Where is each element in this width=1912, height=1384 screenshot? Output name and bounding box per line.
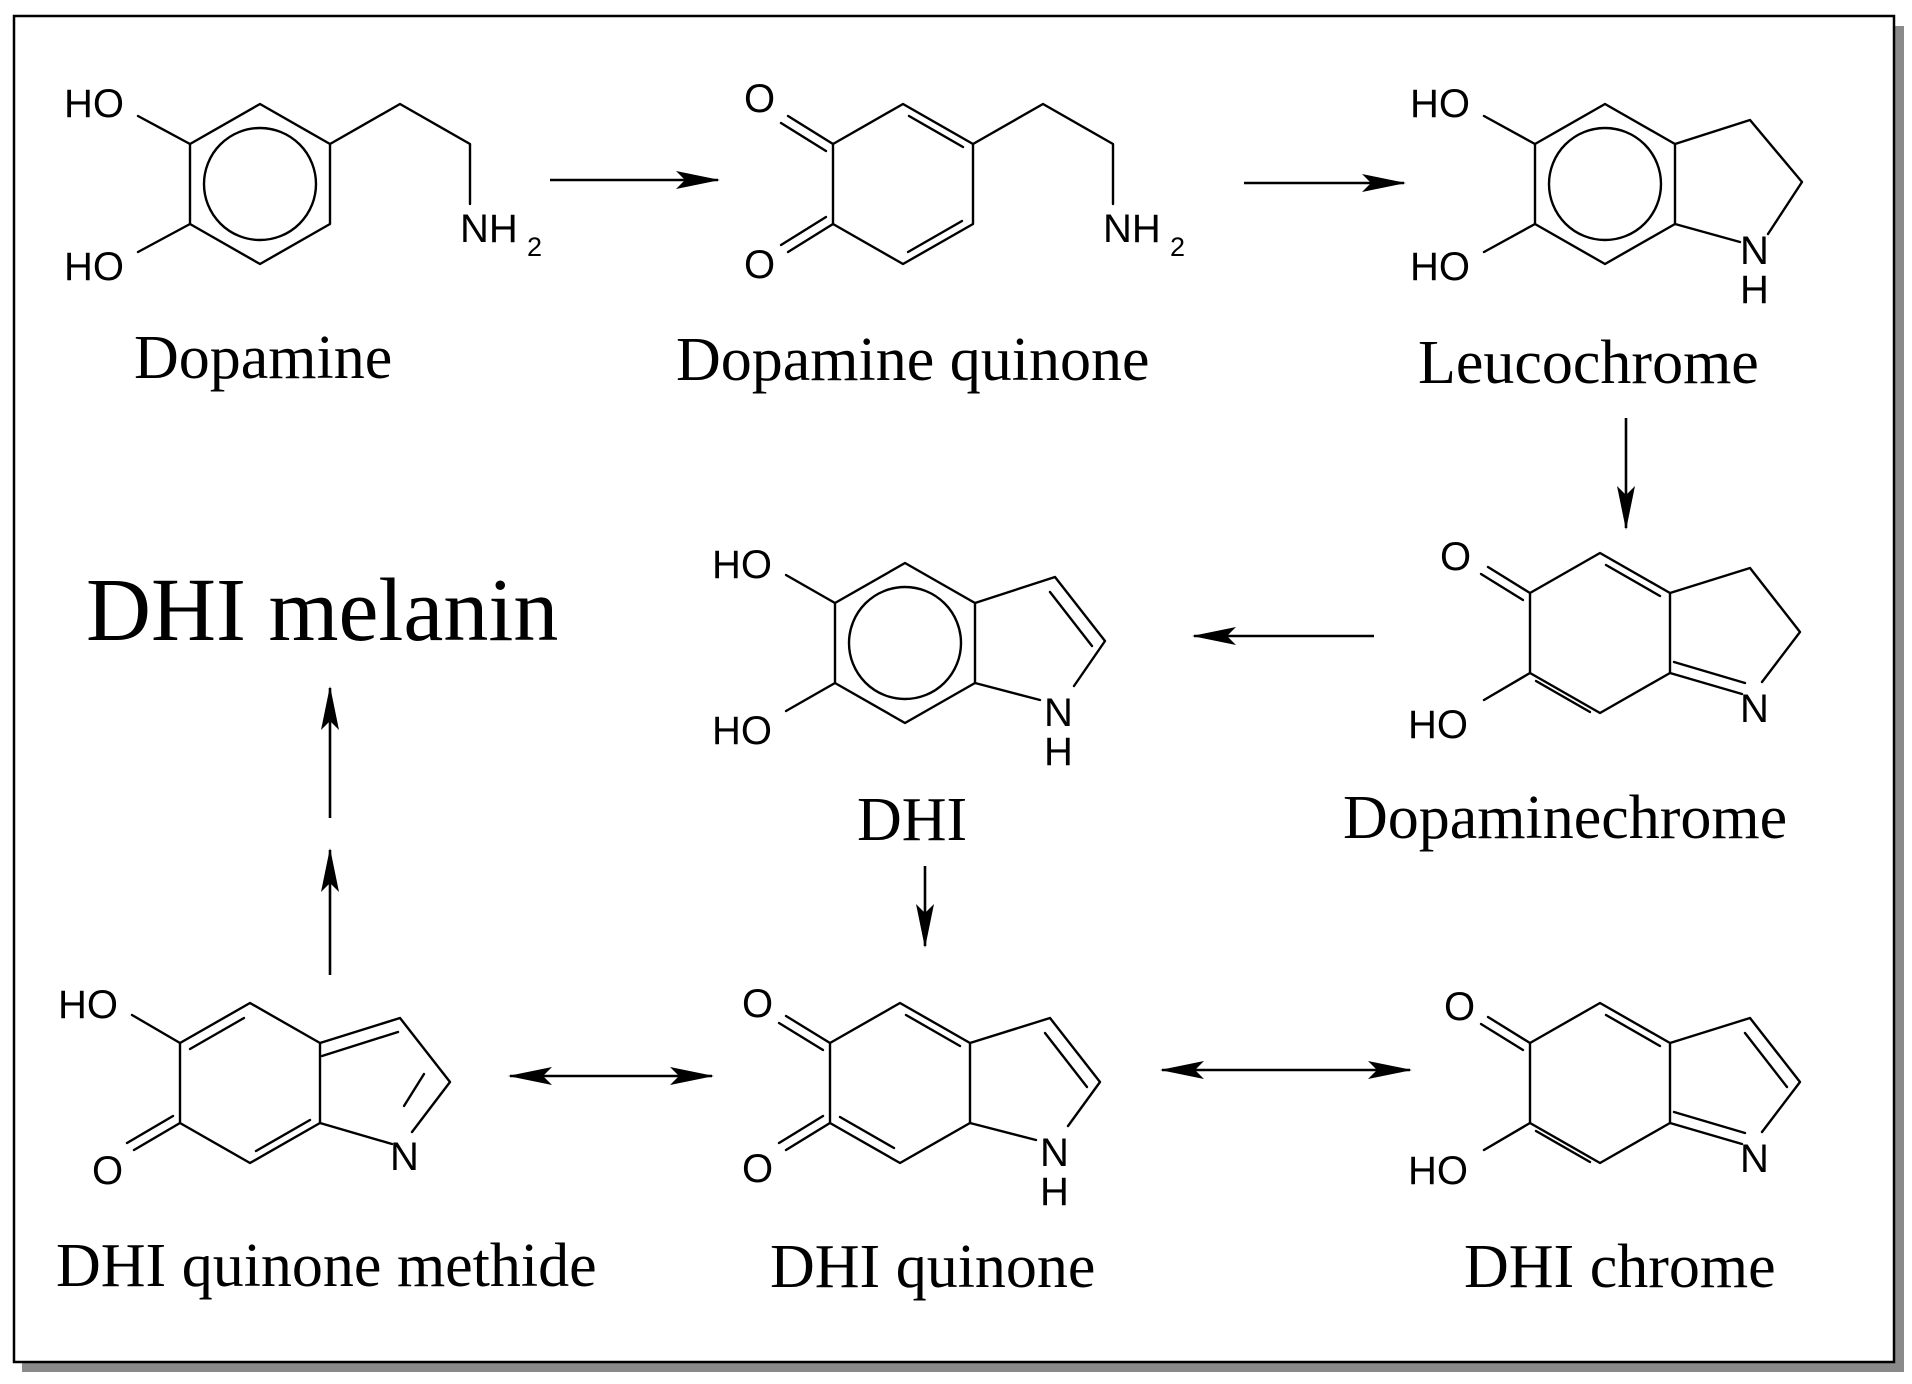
atom-label: HO bbox=[64, 82, 124, 126]
label-dhi-quinone: DHI quinone bbox=[770, 1233, 1095, 1301]
atom-label: N bbox=[1740, 687, 1769, 731]
structure-dhi-quinone: O O N H bbox=[742, 982, 1102, 1214]
atom-label: O bbox=[1440, 535, 1471, 579]
structure-dhi: HO HO N H bbox=[712, 543, 1107, 774]
label-dopamine: Dopamine bbox=[134, 324, 392, 392]
atom-label: HO bbox=[1410, 245, 1470, 289]
label-dopaminechrome: Dopaminechrome bbox=[1343, 784, 1787, 852]
atom-label: H bbox=[1044, 730, 1073, 774]
atom-label: N bbox=[1740, 1137, 1769, 1181]
atom-label: HO bbox=[1408, 1149, 1468, 1193]
atom-label: O bbox=[744, 243, 775, 287]
structure-leucochrome: HO HO N H bbox=[1410, 82, 1804, 312]
structure-dopamine: HO HO NH 2 bbox=[64, 82, 542, 289]
atom-label: HO bbox=[58, 983, 118, 1027]
atom-label: O bbox=[1444, 985, 1475, 1029]
atom-label: N bbox=[390, 1135, 419, 1179]
label-dhi-chrome: DHI chrome bbox=[1464, 1233, 1776, 1301]
atom-label: HO bbox=[712, 543, 772, 587]
atom-label: HO bbox=[712, 709, 772, 753]
atom-label: HO bbox=[1408, 703, 1468, 747]
structure-dhi-quinone-methide: HO O N bbox=[58, 983, 452, 1193]
label-dhi-quinone-methide: DHI quinone methide bbox=[56, 1232, 597, 1300]
frame bbox=[12, 14, 1896, 1364]
structure-dopamine-quinone: O O NH 2 bbox=[744, 77, 1185, 287]
atom-label: HO bbox=[1410, 82, 1470, 126]
atom-label: N bbox=[1044, 691, 1073, 735]
atom-subscript: 2 bbox=[527, 232, 542, 262]
label-dhi-melanin: DHI melanin bbox=[86, 561, 558, 660]
label-dopamine-quinone: Dopamine quinone bbox=[676, 326, 1150, 394]
atom-label: O bbox=[742, 982, 773, 1026]
atom-label: O bbox=[92, 1149, 123, 1193]
structure-dopaminechrome: O HO N bbox=[1408, 535, 1802, 747]
atom-label: N bbox=[1740, 229, 1769, 273]
atom-label: O bbox=[742, 1147, 773, 1191]
atom-label: O bbox=[744, 77, 775, 121]
label-leucochrome: Leucochrome bbox=[1418, 329, 1759, 397]
atom-subscript: 2 bbox=[1170, 232, 1185, 262]
atom-label: HO bbox=[64, 245, 124, 289]
structure-dhi-chrome: O HO N bbox=[1408, 985, 1802, 1193]
atom-label: NH bbox=[1103, 207, 1161, 251]
atom-label: H bbox=[1740, 268, 1769, 312]
atom-label: NH bbox=[460, 207, 518, 251]
label-dhi: DHI bbox=[857, 786, 967, 854]
atom-label: N bbox=[1040, 1131, 1069, 1175]
atom-label: H bbox=[1040, 1170, 1069, 1214]
